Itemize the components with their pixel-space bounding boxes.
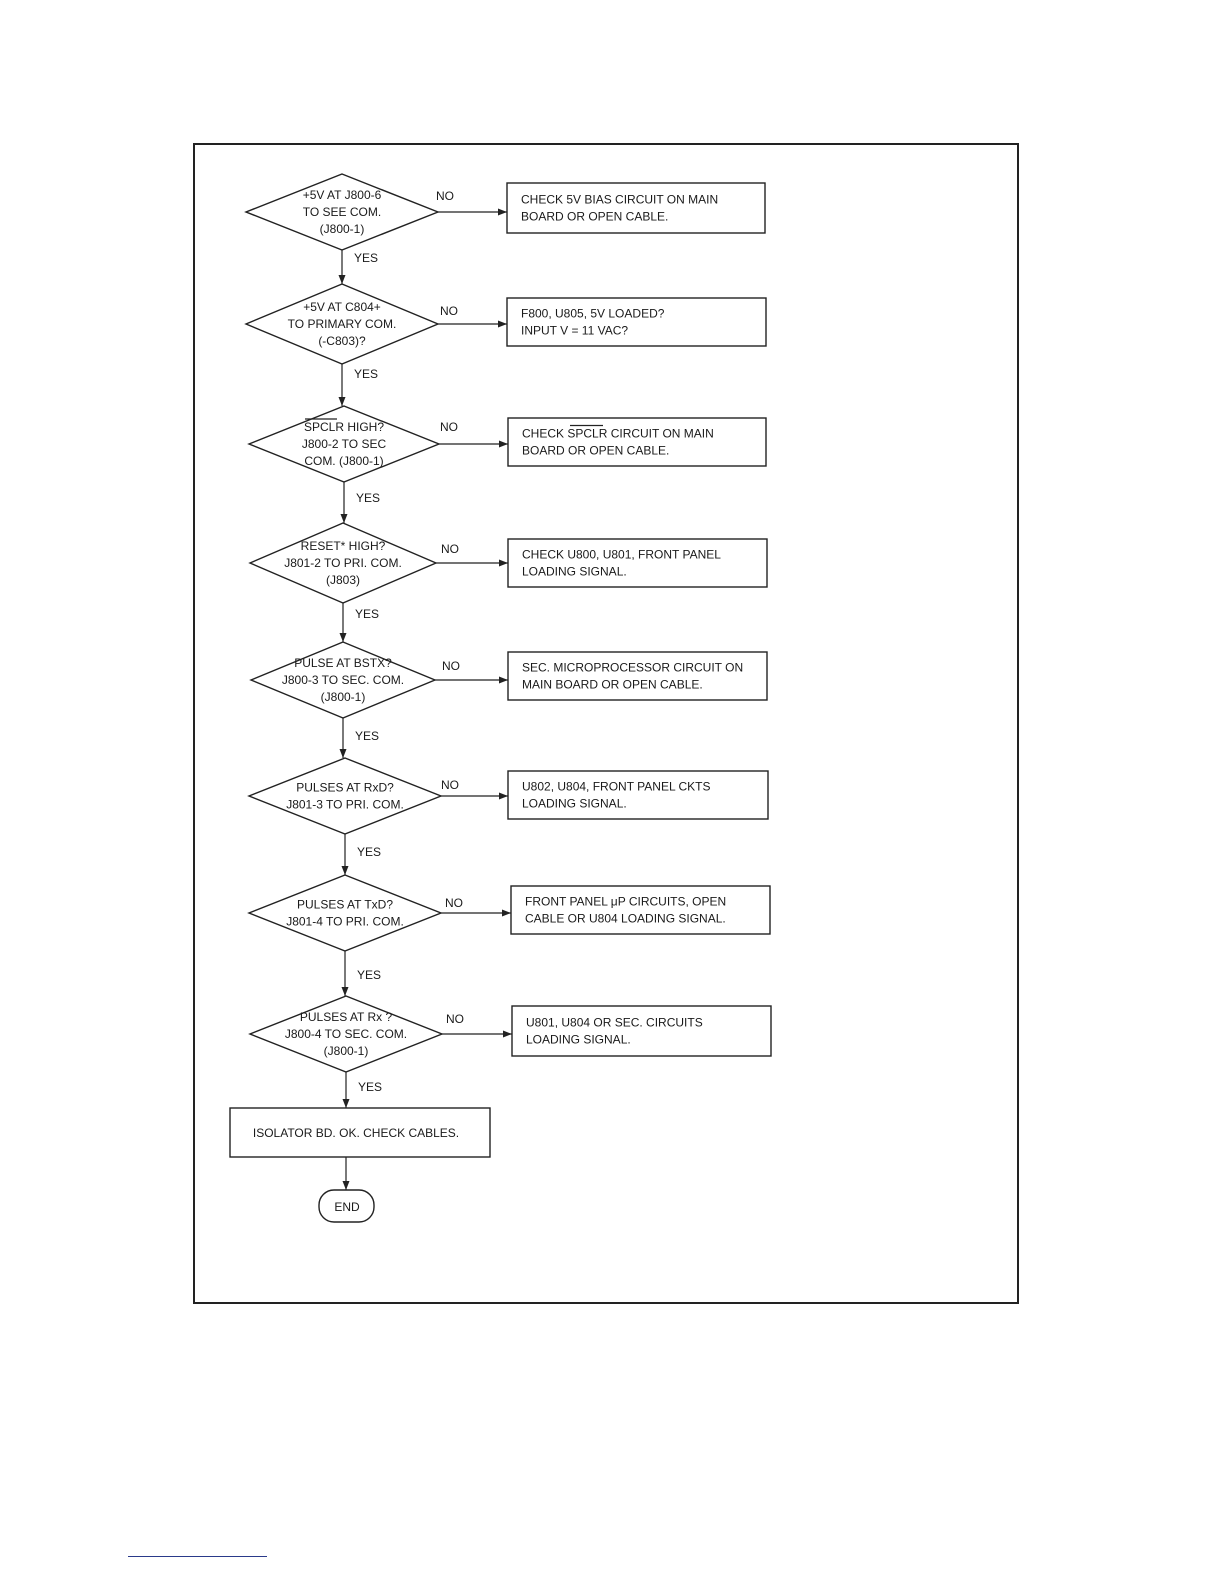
action-box xyxy=(510,885,771,935)
yes-label: YES xyxy=(354,251,378,265)
action-text: CABLE OR U804 LOADING SIGNAL. xyxy=(525,912,726,926)
action-box xyxy=(507,538,768,588)
no-label: NO xyxy=(441,542,459,556)
final-box-text: ISOLATOR BD. OK. CHECK CABLES. xyxy=(253,1126,459,1140)
no-arrow-head xyxy=(502,909,511,917)
action-text: MAIN BOARD OR OPEN CABLE. xyxy=(522,678,703,692)
yes-label: YES xyxy=(355,607,379,621)
yes-arrow-head xyxy=(340,514,348,523)
yes-arrow-head xyxy=(338,275,346,284)
decision-text: J800-4 TO SEC. COM. xyxy=(285,1027,407,1041)
decision-text: PULSES AT Rx ? xyxy=(300,1010,393,1024)
yes-label: YES xyxy=(358,1080,382,1094)
footer-rule xyxy=(128,1556,267,1557)
no-arrow-head xyxy=(503,1030,512,1038)
no-label: NO xyxy=(445,896,463,910)
decision-text: PULSE AT BSTX? xyxy=(294,656,392,670)
yes-arrow-head xyxy=(339,749,347,758)
decision-diamond xyxy=(247,874,443,952)
action-text: SEC. MICROPROCESSOR CIRCUIT ON xyxy=(522,661,743,675)
no-label: NO xyxy=(442,659,460,673)
no-label: NO xyxy=(446,1012,464,1026)
action-text: INPUT V = 11 VAC? xyxy=(521,324,628,338)
diagram-frame xyxy=(193,143,1019,1304)
action-text: CHECK SPCLR CIRCUIT ON MAIN xyxy=(522,427,714,441)
yes-arrow-head xyxy=(342,1099,350,1108)
action-box xyxy=(506,297,767,347)
action-text: BOARD OR OPEN CABLE. xyxy=(522,444,669,458)
decision-text: J800-2 TO SEC xyxy=(302,437,387,451)
action-text: CHECK U800, U801, FRONT PANEL xyxy=(522,548,721,562)
action-text: U802, U804, FRONT PANEL CKTS xyxy=(522,780,711,794)
no-arrow-head xyxy=(498,208,507,216)
decision-text: SPCLR HIGH? xyxy=(304,420,384,434)
decision-text: COM. (J800-1) xyxy=(304,454,383,468)
action-box xyxy=(511,1005,772,1057)
action-box xyxy=(506,182,766,234)
action-text: FRONT PANEL μP CIRCUITS, OPEN xyxy=(525,895,726,909)
action-text: BOARD OR OPEN CABLE. xyxy=(521,210,668,224)
decision-text: PULSES AT RxD? xyxy=(296,781,394,795)
yes-arrow-head xyxy=(339,633,347,642)
action-text: CHECK 5V BIAS CIRCUIT ON MAIN xyxy=(521,193,718,207)
action-text: U801, U804 OR SEC. CIRCUITS xyxy=(526,1016,703,1030)
decision-text: (J800-1) xyxy=(324,1044,369,1058)
decision-text: RESET* HIGH? xyxy=(301,539,386,553)
decision-text: TO PRIMARY COM. xyxy=(288,317,397,331)
action-box xyxy=(507,770,769,820)
no-arrow-head xyxy=(499,559,508,567)
decision-text: J801-3 TO PRI. COM. xyxy=(286,798,404,812)
end-arrow-head xyxy=(342,1181,350,1190)
no-label: NO xyxy=(440,420,458,434)
action-text: LOADING SIGNAL. xyxy=(522,565,627,579)
decision-text: J801-2 TO PRI. COM. xyxy=(284,556,402,570)
decision-text: +5V AT J800-6 xyxy=(303,188,382,202)
yes-arrow-head xyxy=(341,987,349,996)
yes-label: YES xyxy=(356,491,380,505)
yes-arrow-head xyxy=(338,397,346,406)
final-box xyxy=(229,1107,491,1158)
decision-text: (J800-1) xyxy=(321,690,366,704)
action-text: F800, U805, 5V LOADED? xyxy=(521,307,665,321)
yes-label: YES xyxy=(355,729,379,743)
no-arrow-head xyxy=(499,676,508,684)
no-arrow-head xyxy=(499,440,508,448)
decision-diamond xyxy=(247,757,443,835)
yes-arrow-head xyxy=(341,866,349,875)
yes-label: YES xyxy=(357,845,381,859)
decision-text: PULSES AT TxD? xyxy=(297,898,393,912)
action-box xyxy=(507,651,768,701)
yes-label: YES xyxy=(354,367,378,381)
action-text: LOADING SIGNAL. xyxy=(522,797,627,811)
yes-label: YES xyxy=(357,968,381,982)
decision-text: (J800-1) xyxy=(320,222,365,236)
no-arrow-head xyxy=(498,320,507,328)
action-box xyxy=(507,417,767,467)
no-arrow-head xyxy=(499,792,508,800)
decision-text: TO SEE COM. xyxy=(303,205,381,219)
end-text: END xyxy=(334,1200,360,1214)
no-label: NO xyxy=(436,189,454,203)
decision-text: J801-4 TO PRI. COM. xyxy=(286,915,404,929)
decision-text: J800-3 TO SEC. COM. xyxy=(282,673,404,687)
no-label: NO xyxy=(440,304,458,318)
end-terminator xyxy=(318,1189,375,1223)
no-label: NO xyxy=(441,778,459,792)
decision-text: (J803) xyxy=(326,573,360,587)
action-text: LOADING SIGNAL. xyxy=(526,1033,631,1047)
decision-text: +5V AT C804+ xyxy=(303,300,381,314)
decision-text: (-C803)? xyxy=(318,334,366,348)
